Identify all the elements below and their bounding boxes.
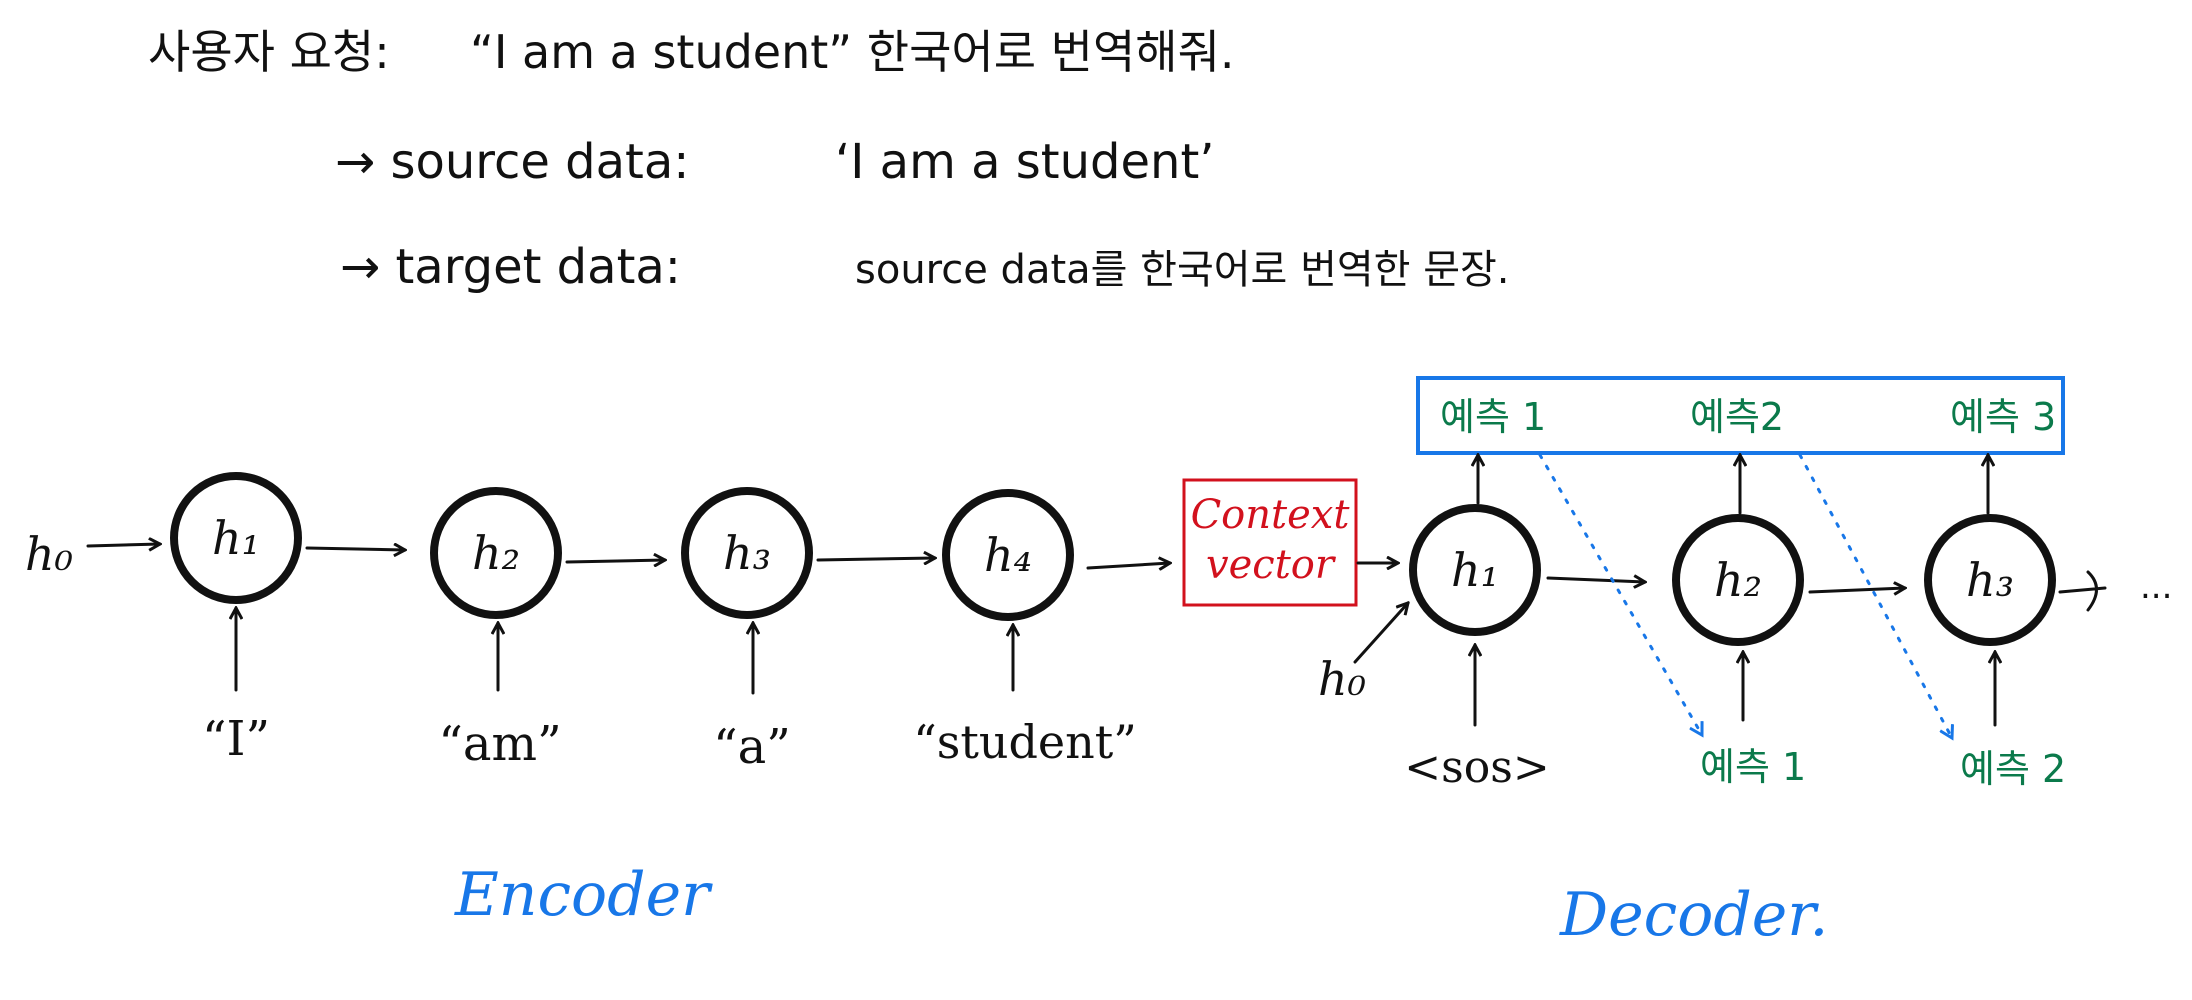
request-label: 사용자 요청: [148, 25, 390, 79]
arrow-h1-to-h2 [305, 548, 405, 550]
request-text: “I am a student” 한국어로 번역해줘. [470, 25, 1235, 79]
encoder-node-4 [942, 489, 1074, 621]
arrow-dec1-to-dec2 [1546, 578, 1645, 582]
prediction-1: 예측 1 [1440, 395, 1546, 439]
encoder-h0: h₀ [25, 527, 73, 581]
decoder-fed-input-1: 예측 1 [1700, 745, 1806, 789]
decoder-node-3 [1924, 514, 2056, 646]
encoder-node-3 [681, 487, 813, 619]
decoder-node-2 [1672, 514, 1804, 646]
arrow-h2-to-h3 [565, 560, 665, 562]
arrow-h3-to-h4 [816, 558, 935, 560]
decoder-node-1-label: h₁ [1451, 543, 1499, 597]
encoder-title: Encoder [454, 860, 713, 930]
decoder-h0: h₀ [1318, 652, 1366, 706]
decoder-ellipsis: ... [2140, 567, 2172, 607]
source-text: ‘I am a student’ [835, 134, 1215, 190]
encoder-input-3: “a” [713, 719, 791, 775]
target-text: source data를 한국어로 번역한 문장. [855, 247, 1510, 293]
prediction-2: 예측2 [1690, 395, 1784, 439]
decoder-sos: <sos> [1404, 742, 1549, 793]
arrow-dec2-to-dec3 [1808, 588, 1905, 592]
arrow-h0-to-dec1 [1353, 603, 1408, 664]
arrow-dec3-onward [2058, 570, 2107, 612]
encoder-node-2-label: h₂ [472, 526, 520, 580]
decoder-fed-input-2: 예측 2 [1960, 747, 2066, 791]
decoder-node-2-label: h₂ [1714, 553, 1762, 607]
decoder-node-1 [1409, 504, 1541, 636]
encoder-node-2 [430, 487, 562, 619]
encoder-node-1 [170, 472, 302, 604]
context-vector-line2: vector [1206, 542, 1337, 588]
encoder-input-4: “student” [913, 715, 1137, 769]
decoder-title: Decoder. [1559, 880, 1828, 950]
dotted-pred1-feedback [1538, 453, 1702, 735]
encoder-node-3-label: h₃ [723, 526, 771, 580]
decoder-node-3-label: h₃ [1966, 553, 2014, 607]
target-label: → target data: [340, 239, 681, 295]
context-vector-box [1182, 478, 1358, 607]
context-vector-line1: Context [1191, 492, 1351, 538]
encoder-node-4-label: h₄ [984, 528, 1032, 582]
arrow-h0-to-h1 [86, 544, 160, 546]
encoder-input-1: “I” [202, 711, 270, 767]
encoder-input-2: “am” [438, 716, 561, 772]
arrow-h4-to-context [1086, 563, 1170, 568]
encoder-node-1-label: h₁ [212, 511, 260, 565]
dotted-pred2-feedback [1798, 453, 1952, 738]
source-label: → source data: [335, 134, 689, 190]
prediction-3: 예측 3 [1950, 395, 2056, 439]
